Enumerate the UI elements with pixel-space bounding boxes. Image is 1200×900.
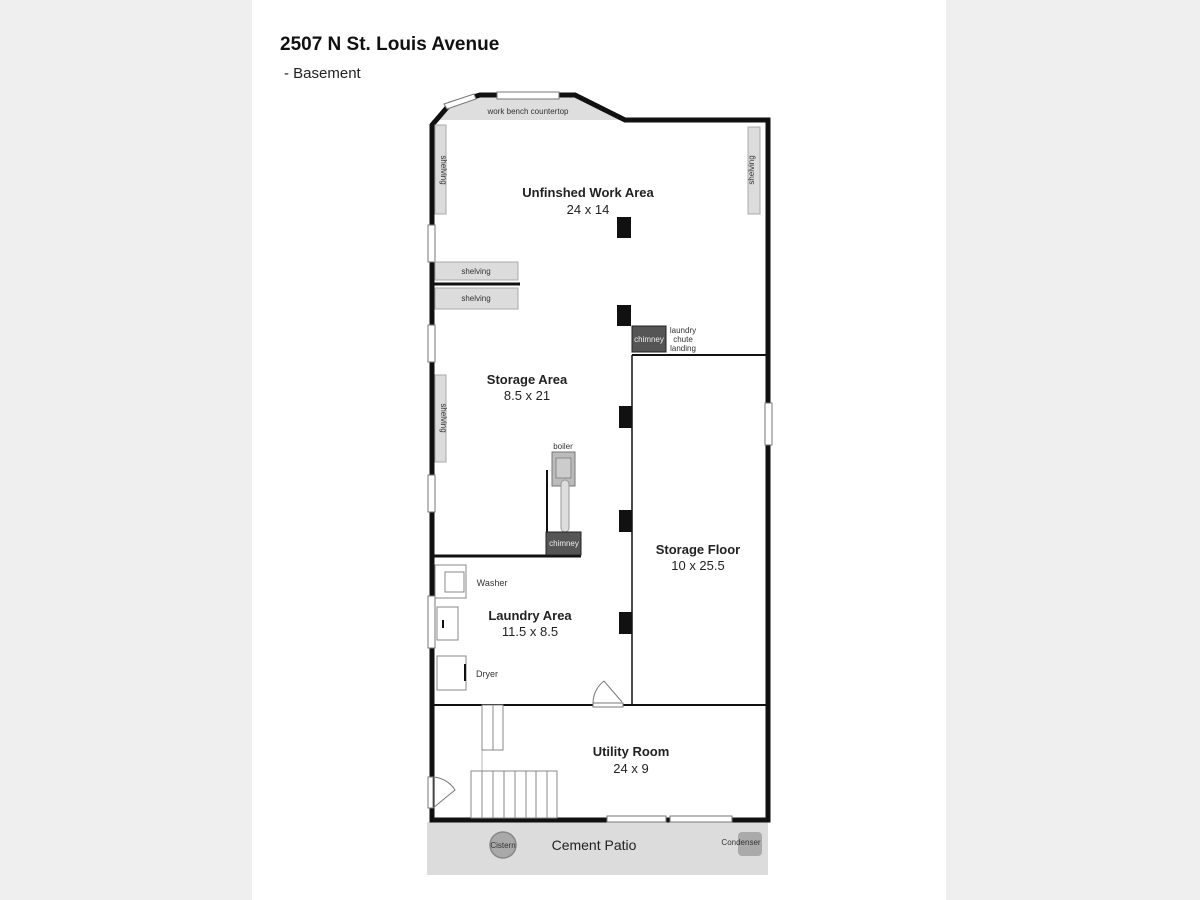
work-bench bbox=[432, 95, 625, 125]
shelving-label: shelving bbox=[747, 155, 756, 184]
room-name-utility-room: Utility Room bbox=[593, 744, 670, 759]
shelving-label: shelving bbox=[439, 155, 448, 184]
laundry-chute-label: chute bbox=[673, 335, 693, 344]
room-name-laundry-area: Laundry Area bbox=[488, 608, 572, 623]
dryer-door-icon bbox=[464, 664, 466, 681]
condenser bbox=[738, 832, 762, 856]
page-sheet bbox=[252, 0, 946, 900]
stairs bbox=[470, 704, 558, 819]
condenser-label: Condenser bbox=[721, 838, 760, 847]
page-title: 2507 N St. Louis Avenue bbox=[280, 34, 500, 55]
washer-label: Washer bbox=[477, 578, 508, 588]
floor-subtitle: - Basement bbox=[284, 65, 361, 82]
room-dims-storage-floor: 10 x 25.5 bbox=[671, 558, 725, 573]
room-dims-storage-area: 8.5 x 21 bbox=[504, 388, 550, 403]
exterior-walls bbox=[429, 92, 771, 823]
shelving-label: shelving bbox=[439, 403, 448, 432]
work-bench-label: work bench countertop bbox=[487, 107, 569, 116]
shelving-label: shelving bbox=[461, 267, 490, 276]
flue-pipe bbox=[560, 479, 570, 533]
windows bbox=[427, 91, 773, 823]
room-dims-utility-room: 24 x 9 bbox=[613, 761, 648, 776]
cement-patio bbox=[427, 822, 768, 875]
dryer-label: Dryer bbox=[476, 669, 498, 679]
patio-label: Cement Patio bbox=[552, 837, 637, 853]
laundry-chute-label: landing bbox=[670, 344, 696, 353]
support-columns bbox=[617, 217, 632, 634]
door-swings bbox=[427, 680, 624, 809]
sink-faucet-icon bbox=[442, 620, 444, 628]
chimney bbox=[631, 325, 667, 353]
laundry-chute-label: laundry bbox=[670, 326, 696, 335]
shelving-units bbox=[434, 124, 761, 463]
laundry-fixtures bbox=[434, 564, 467, 691]
room-name-storage-floor: Storage Floor bbox=[656, 542, 741, 557]
chimney-label: chimney bbox=[634, 335, 664, 344]
room-dims-laundry-area: 11.5 x 8.5 bbox=[502, 624, 558, 639]
cistern bbox=[489, 831, 517, 859]
chimney bbox=[545, 531, 582, 556]
boiler-panel bbox=[555, 457, 572, 479]
shelving-label: shelving bbox=[461, 294, 490, 303]
room-name-storage-area: Storage Area bbox=[487, 372, 568, 387]
interior-walls bbox=[432, 282, 768, 771]
boiler-label: boiler bbox=[553, 442, 573, 451]
room-dims-work-area: 24 x 14 bbox=[567, 202, 610, 217]
chimney-label: chimney bbox=[549, 539, 579, 548]
room-name-work-area: Unfinshed Work Area bbox=[522, 185, 654, 200]
cistern-label: Cistern bbox=[490, 841, 515, 850]
